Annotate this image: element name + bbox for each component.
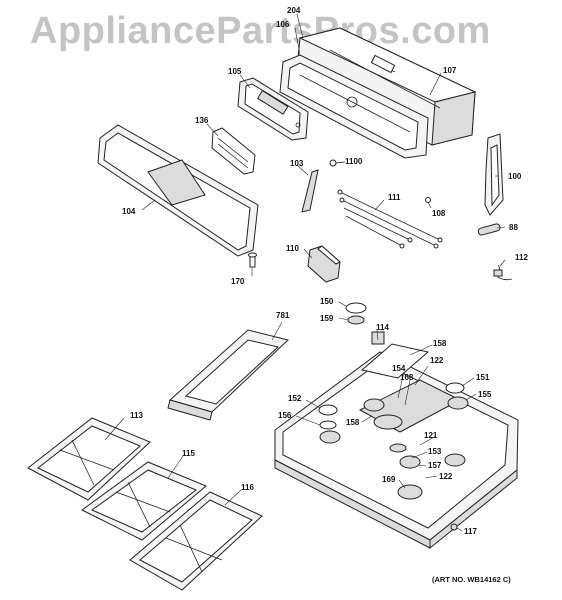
switch-block [307, 245, 341, 283]
burners [318, 302, 469, 500]
part-labels: 204 106 107 105 136 103 1100 100 104 111… [122, 6, 528, 536]
burner-cover [360, 331, 430, 379]
label-169: 169 [382, 475, 396, 484]
control-board [237, 77, 309, 141]
label-112: 112 [515, 253, 528, 262]
art-number: (ART NO. WB14162 C) [432, 575, 511, 584]
label-117: 117 [464, 527, 477, 536]
leader-lines [104, 13, 506, 532]
backsplash-panel [295, 27, 477, 146]
label-204: 204 [287, 6, 301, 15]
label-113: 113 [130, 411, 143, 420]
label-111: 111 [388, 193, 401, 202]
control-frame [279, 54, 429, 159]
watermark-logo: AppliancePartsPros.com [30, 10, 491, 52]
label-108: 108 [432, 209, 446, 218]
grate-right [129, 491, 263, 591]
grate-left [27, 417, 151, 501]
label-100: 100 [508, 172, 522, 181]
label-157: 157 [428, 461, 442, 470]
spacer [477, 223, 501, 236]
screw-170 [248, 252, 257, 268]
label-122-bottom: 122 [439, 472, 453, 481]
grate-center [81, 461, 207, 541]
label-88: 88 [509, 223, 518, 232]
label-155: 155 [478, 390, 492, 399]
end-cap [484, 133, 504, 216]
label-151: 151 [476, 373, 490, 382]
label-150: 150 [320, 297, 334, 306]
screw-117 [450, 523, 458, 531]
screw-108 [425, 197, 431, 203]
main-control-panel [97, 124, 259, 257]
label-152: 152 [288, 394, 302, 403]
label-116: 116 [241, 483, 254, 492]
membrane-overlay [211, 127, 256, 175]
label-154: 154 [392, 364, 406, 373]
label-170: 170 [231, 277, 245, 286]
label-781: 781 [276, 311, 290, 320]
label-158-bottom: 158 [346, 418, 360, 427]
label-110: 110 [286, 244, 299, 253]
label-104: 104 [122, 207, 136, 216]
wire-harness [337, 189, 443, 249]
label-159: 159 [320, 314, 334, 323]
label-106: 106 [276, 20, 290, 29]
griddle [167, 329, 290, 421]
label-136: 136 [195, 116, 209, 125]
label-107: 107 [443, 66, 457, 75]
label-156: 156 [278, 411, 292, 420]
label-153: 153 [428, 447, 442, 456]
bracket [301, 169, 319, 213]
ignitor [493, 264, 513, 281]
label-121: 121 [424, 431, 438, 440]
label-103: 103 [290, 159, 304, 168]
label-122-top: 122 [430, 356, 444, 365]
label-168: 168 [400, 373, 414, 382]
label-105: 105 [228, 67, 242, 76]
label-1100: 1100 [345, 157, 363, 166]
label-114: 114 [376, 323, 389, 332]
label-115: 115 [182, 449, 195, 458]
label-158-top: 158 [433, 339, 447, 348]
